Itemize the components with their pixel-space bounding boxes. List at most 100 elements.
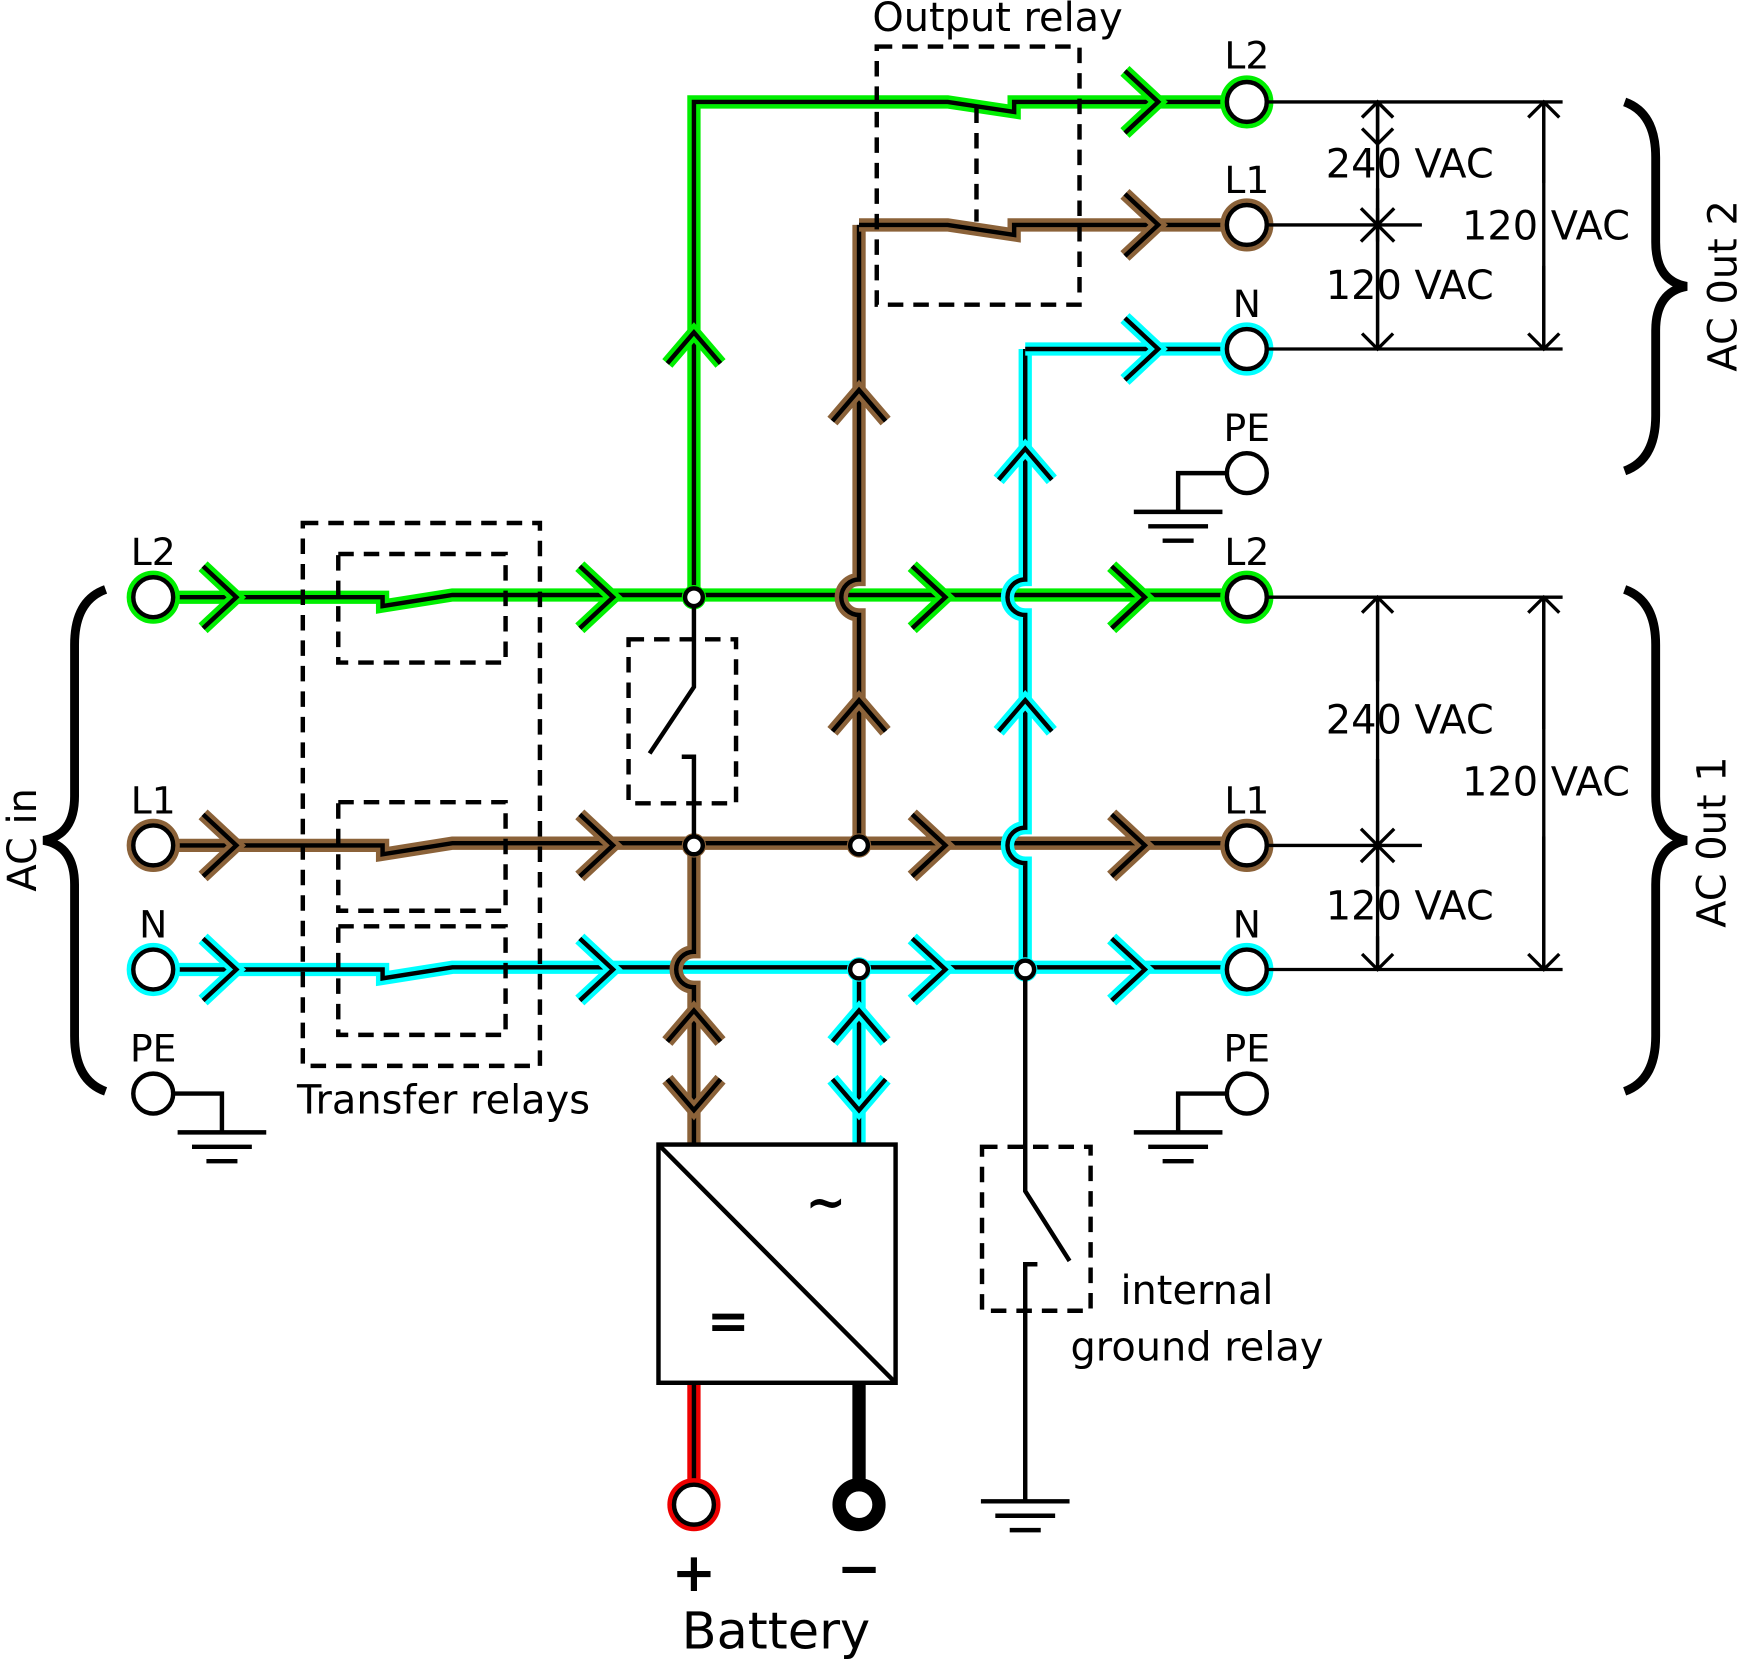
out2-l1-riser-color: [834, 224, 866, 846]
out1-l1-terminal: [1224, 823, 1269, 868]
out1-voltage-240: 240 VAC: [1326, 697, 1494, 743]
flow-arrow-right: [201, 936, 240, 1003]
transfer-relays-label: Transfer relays: [296, 1078, 590, 1124]
ground-relay-label-1: internal: [1120, 1268, 1273, 1314]
transfer-relay-l2-box: [336, 551, 508, 665]
out1-voltage-120-lower: 120 VAC: [1326, 884, 1494, 930]
flow-arrow-up: [665, 328, 723, 365]
out1-l1-label: L1: [1224, 778, 1269, 822]
flow-arrow-right: [578, 936, 617, 1003]
ground-relay-switch: [1023, 978, 1072, 1502]
out1-pe-label: PE: [1224, 1026, 1271, 1070]
flow-arrow-up: [830, 1007, 888, 1043]
in-l2-label: L2: [131, 530, 176, 574]
transfer-relay-l1-box: [336, 799, 508, 913]
flow-arrow-right: [201, 564, 240, 630]
battery-minus-label: −: [837, 1538, 882, 1600]
flow-arrow-right: [578, 812, 617, 879]
neutral-bond-relay-box: [626, 637, 739, 806]
flow-arrow-right: [910, 812, 949, 879]
out2-l1-terminal: [1224, 202, 1269, 248]
transfer-relay-n-box: [336, 924, 508, 1038]
wires: [126, 66, 1274, 1532]
in-n-label: N: [139, 902, 167, 946]
out2-l1-riser: [839, 224, 862, 846]
out2-l2-wire: [691, 99, 1247, 598]
ac-in-l1-wire: [153, 840, 1247, 857]
junction-dot: [682, 834, 706, 857]
ac-out-2-brace: [1622, 97, 1688, 476]
in-l1-label: L1: [131, 778, 176, 822]
out2-l1-label: L1: [1224, 158, 1269, 202]
ac-in-label: AC in: [0, 788, 46, 891]
battery-label: Battery: [682, 1603, 871, 1662]
ac-in-l2-wire: [153, 592, 1247, 609]
ground-relay-box: [979, 1144, 1093, 1313]
flow-arrow-down: [830, 1077, 888, 1114]
ac-out-1-brace: [1622, 585, 1688, 1096]
flow-arrow-up: [830, 386, 888, 423]
boxes-and-grounds: [42, 44, 1688, 1533]
flow-arrow-right: [578, 564, 617, 630]
inverter-l1-wire: [674, 845, 697, 1145]
out2-voltage-120: 120 VAC: [1462, 203, 1630, 249]
out1-120-arrow-ends: [1527, 594, 1561, 972]
junction-dot: [1014, 958, 1037, 981]
ac-in-n-wire: [153, 965, 1247, 981]
flow-arrow-right: [1110, 936, 1149, 1003]
battery-pos-terminal: [671, 1482, 717, 1527]
out1-voltage-120: 120 VAC: [1462, 760, 1630, 806]
output-relay-box: [874, 44, 1082, 307]
out1-n-label: N: [1233, 902, 1261, 946]
junction-dot: [847, 834, 871, 857]
inverter-ac-symbol: ~: [805, 1175, 846, 1231]
inverter-box: [656, 1142, 898, 1386]
out1-l2-label: L2: [1224, 530, 1269, 574]
battery-neg-terminal: [832, 1478, 886, 1532]
flow-arrow-right: [1110, 564, 1149, 630]
out2-120-arrow-ends: [1527, 99, 1561, 352]
flow-arrow-right: [1123, 69, 1162, 135]
out2-l1-wire: [859, 222, 1247, 238]
flow-arrow-right: [1123, 192, 1162, 258]
out1-dim-star: [1359, 827, 1396, 864]
inverter-diagonal: [656, 1143, 898, 1385]
out2-pe-label: PE: [1224, 406, 1271, 450]
out1-l2-terminal: [1224, 575, 1269, 620]
ground-relay-label-2: ground relay: [1071, 1325, 1324, 1371]
flow-arrow-right: [910, 936, 949, 1003]
out2-n-riser: [1005, 349, 1028, 970]
junction-dot: [682, 586, 706, 609]
ac-out-2-label: AC 0ut 2: [1701, 200, 1738, 371]
ac-out-1-label: AC 0ut 1: [1689, 756, 1735, 927]
flow-arrow-up: [830, 696, 888, 733]
ground-icon: [980, 1499, 1070, 1533]
out2-n-label: N: [1233, 282, 1261, 326]
in-pe-terminal: [131, 1071, 176, 1116]
neutral-bond-switch: [647, 606, 697, 837]
flow-arrow-right: [910, 564, 949, 630]
out1-pe-terminal: [1224, 1071, 1269, 1116]
out2-dim-star: [1359, 207, 1396, 243]
transfer-relays-box: [300, 520, 543, 1069]
out2-voltage-120-lower: 120 VAC: [1326, 263, 1494, 309]
out1-dim-arrow-ends: [1360, 594, 1395, 972]
in-l2-terminal: [131, 575, 176, 620]
out2-pe-terminal: [1224, 450, 1269, 496]
in-l1-terminal: [131, 823, 176, 868]
ac-in-brace: [42, 585, 108, 1096]
out2-l2-terminal: [1224, 79, 1269, 125]
out2-n-terminal: [1224, 326, 1269, 372]
flow-arrow-up: [996, 445, 1054, 482]
battery-plus-label: +: [672, 1542, 717, 1604]
flow-arrow-right: [1110, 812, 1149, 879]
output-relay-label: Output relay: [872, 0, 1122, 41]
out2-voltage-240: 240 VAC: [1326, 141, 1494, 187]
flow-arrow-up: [665, 1007, 723, 1043]
flow-arrow-down: [665, 1077, 723, 1114]
inverter-dc-symbol: =: [707, 1292, 750, 1351]
in-n-terminal: [131, 947, 176, 992]
in-pe-ground-icon: [173, 1091, 267, 1164]
out2-pe-ground-icon: [1133, 470, 1227, 543]
